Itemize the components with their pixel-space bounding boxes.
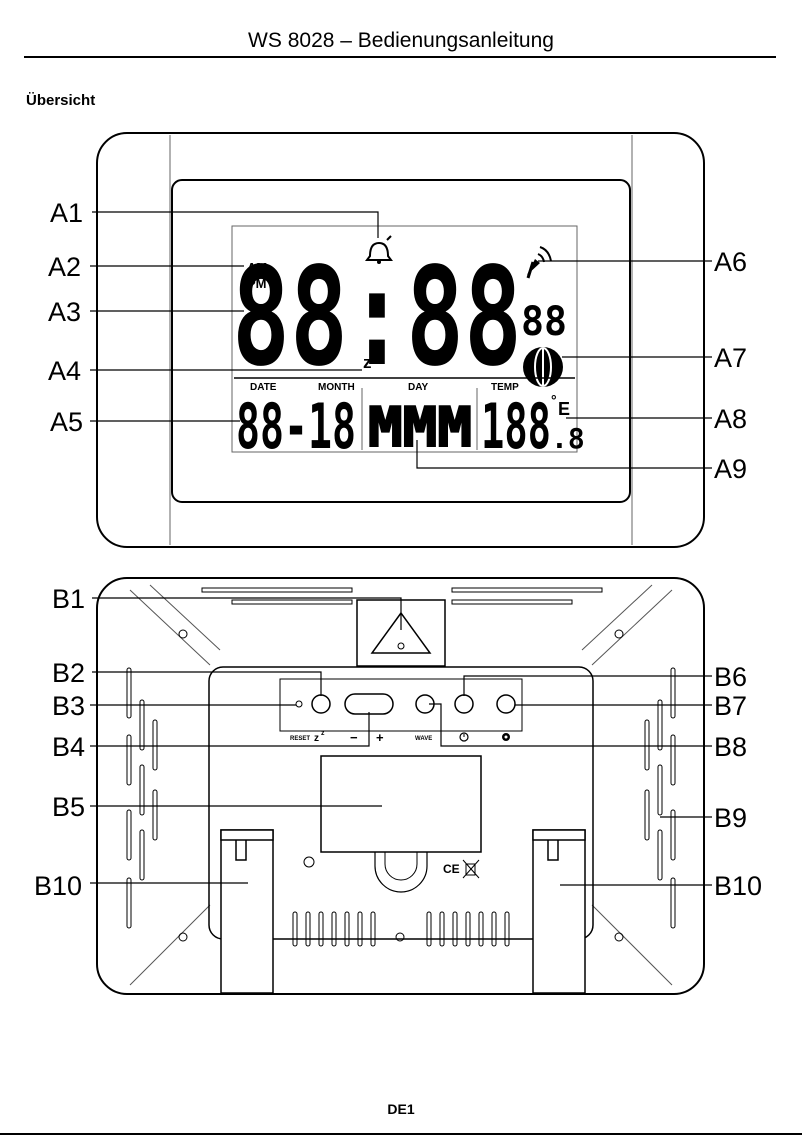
callout-b8: B8 [714, 732, 747, 762]
section-heading: Übersicht [26, 92, 96, 109]
callout-a1: A1 [50, 198, 83, 228]
callout-b10-left: B10 [34, 871, 82, 901]
reset-label: RESET [290, 736, 310, 742]
side-vents [126, 667, 676, 929]
front-leader-lines [90, 211, 712, 469]
callout-b4: B4 [52, 732, 85, 762]
page-footer: DE1 [387, 1101, 415, 1117]
callout-a6: A6 [714, 247, 747, 277]
callout-b2: B2 [52, 658, 85, 688]
callout-b10-right: B10 [714, 871, 762, 901]
alarm-bell-icon [365, 235, 393, 264]
temp-digits: 188 [481, 390, 551, 463]
dst-globe-icon [523, 347, 563, 387]
snooze-icon: z z [363, 349, 380, 372]
callout-a7: A7 [714, 343, 747, 373]
stand-left [220, 829, 274, 994]
page-title: WS 8028 – Bedienungsanleitung [248, 29, 554, 52]
snooze-label: z [314, 733, 319, 744]
callout-b6: B6 [714, 662, 747, 692]
battery-compartment [320, 755, 482, 853]
callout-a2: A2 [48, 252, 81, 282]
ce-mark: CE [443, 862, 460, 876]
month-header: MONTH [318, 382, 355, 393]
bottom-vents [292, 911, 510, 947]
lcd-screen [231, 225, 578, 453]
callout-b9: B9 [714, 803, 747, 833]
reset-button[interactable] [295, 700, 303, 708]
plus-label: + [376, 730, 384, 745]
back-leader-lines [90, 597, 712, 886]
temp-header: TEMP [491, 382, 519, 393]
callout-b3: B3 [52, 691, 85, 721]
callout-a4: A4 [48, 356, 81, 386]
callout-a9: A9 [714, 454, 747, 484]
seconds-digits: 88 [521, 299, 567, 345]
back-view: RESET z z − + WAVE CE [34, 577, 762, 995]
pm-indicator: PM [247, 276, 267, 291]
callout-b1: B1 [52, 584, 85, 614]
am-indicator: AM [247, 260, 267, 275]
front-view: AM PM 88:88 88 z z DATE MONTH DAY TEMP 8… [48, 132, 747, 548]
callout-b7: B7 [714, 691, 747, 721]
callout-a5: A5 [50, 407, 83, 437]
time-digits: 88:88 [232, 239, 522, 397]
weee-bin-icon [462, 859, 480, 879]
snooze-symbol-small: z [374, 349, 380, 361]
callout-b5: B5 [52, 792, 85, 822]
date-header: DATE [250, 382, 277, 393]
temp-decimal: .8 [551, 422, 585, 455]
snooze-symbol: z [363, 353, 372, 372]
gear-icon [502, 733, 510, 741]
footer-rule [0, 1133, 802, 1135]
callout-a3: A3 [48, 297, 81, 327]
minus-label: − [350, 730, 358, 745]
temp-unit-degree: ° [551, 392, 557, 408]
day-digits: MMM [368, 396, 472, 459]
set-button[interactable] [496, 694, 516, 714]
wave-label: WAVE [415, 736, 432, 742]
title-rule [24, 56, 776, 58]
stand-right [532, 829, 586, 994]
date-digits: 88-18 [236, 390, 356, 463]
callout-a8: A8 [714, 404, 747, 434]
day-header: DAY [408, 382, 429, 393]
temp-unit-letter: E [558, 399, 570, 419]
snooze-label-small: z [321, 730, 325, 737]
alarm-clock-icon [459, 732, 469, 742]
